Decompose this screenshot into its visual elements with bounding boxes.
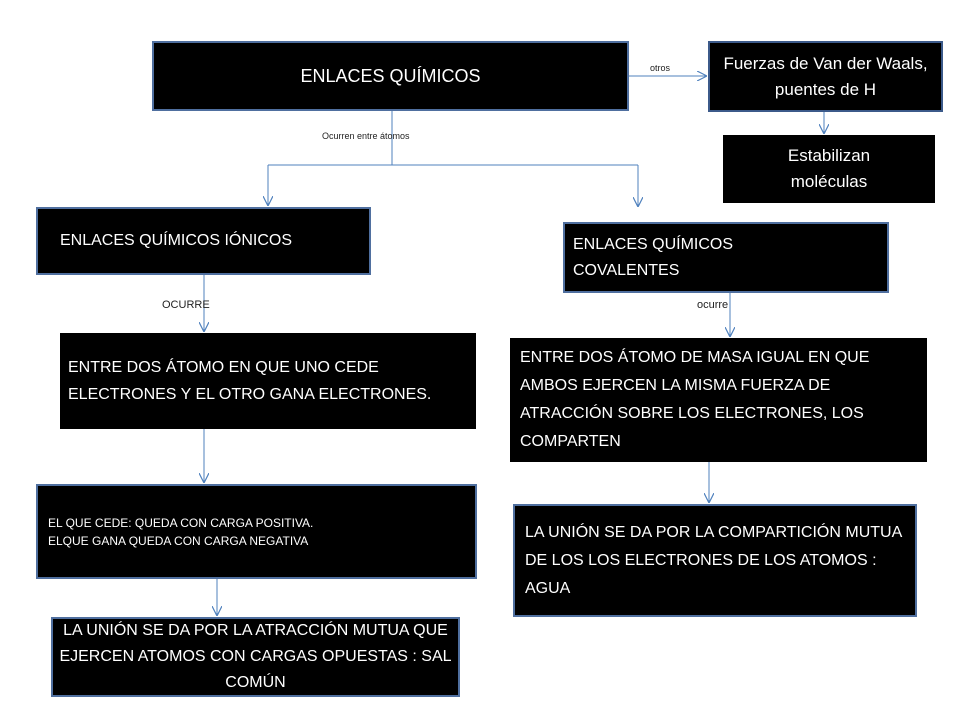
other-forces-node: Fuerzas de Van der Waals, puentes de H bbox=[708, 41, 943, 112]
ionic-charge-line-1: EL QUE CEDE: QUEDA CON CARGA POSITIVA. bbox=[48, 515, 314, 530]
label-ocurre-covalent: ocurre bbox=[697, 299, 729, 311]
ionic-union-node: LA UNIÓN SE DA POR LA ATRACCIÓN MUTUA QU… bbox=[51, 617, 460, 697]
root-node-label: ENLACES QUÍMICOS bbox=[300, 65, 481, 86]
ionic-desc-node: ENTRE DOS ÁTOMO EN QUE UNO CEDE ELECTRON… bbox=[60, 333, 476, 429]
label-ocurren: Ocurren entre átomos bbox=[322, 131, 410, 141]
covalent-label: ENLACES QUÍMICOS COVALENTES bbox=[573, 235, 734, 279]
ionic-charge-node: EL QUE CEDE: QUEDA CON CARGA POSITIVA. E… bbox=[36, 484, 477, 579]
label-otros: otros bbox=[650, 63, 671, 73]
ionic-charge-line-2: ELQUE GANA QUEDA CON CARGA NEGATIVA bbox=[48, 533, 309, 548]
root-node: ENLACES QUÍMICOS bbox=[152, 41, 629, 111]
ionic-union-label: LA UNIÓN SE DA POR LA ATRACCIÓN MUTUA QU… bbox=[59, 622, 452, 691]
other-forces-label: Fuerzas de Van der Waals, puentes de H bbox=[723, 53, 928, 99]
covalent-desc-node: ENTRE DOS ÁTOMO DE MASA IGUAL EN QUE AMB… bbox=[510, 338, 927, 462]
ionic-desc-label: ENTRE DOS ÁTOMO EN QUE UNO CEDE ELECTRON… bbox=[68, 359, 432, 403]
ionic-node: ENLACES QUÍMICOS IÓNICOS bbox=[36, 207, 371, 275]
stabilize-label: Estabilizan moléculas bbox=[787, 146, 871, 191]
stabilize-node: Estabilizan moléculas bbox=[723, 135, 935, 203]
label-ocurre-ionic: OCURRE bbox=[162, 299, 210, 311]
covalent-union-label: LA UNIÓN SE DA POR LA COMPARTICIÓN MUTUA… bbox=[525, 523, 902, 597]
covalent-union-node: LA UNIÓN SE DA POR LA COMPARTICIÓN MUTUA… bbox=[513, 504, 917, 617]
ionic-label: ENLACES QUÍMICOS IÓNICOS bbox=[60, 232, 293, 249]
covalent-node: ENLACES QUÍMICOS COVALENTES bbox=[563, 222, 889, 293]
covalent-desc-label: ENTRE DOS ÁTOMO DE MASA IGUAL EN QUE AMB… bbox=[520, 349, 870, 450]
